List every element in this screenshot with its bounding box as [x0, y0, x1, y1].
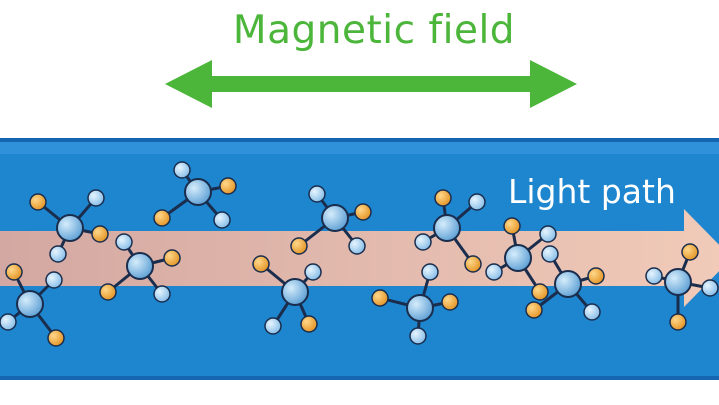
ligand-atom-blue: [153, 285, 171, 303]
central-atom: [16, 290, 44, 318]
ligand-atom-blue: [539, 225, 557, 243]
ligand-atom-blue: [115, 233, 133, 251]
ligand-atom-orange: [525, 301, 543, 319]
light-path-label: Light path: [508, 172, 676, 211]
ligand-atom-orange: [29, 193, 47, 211]
ligand-atom-blue: [264, 317, 282, 335]
ligand-atom-orange: [252, 255, 270, 273]
ligand-atom-orange: [99, 283, 117, 301]
central-atom: [126, 252, 154, 280]
molecule-icon: [371, 263, 459, 345]
molecule-icon: [153, 161, 237, 229]
ligand-atom-orange: [587, 267, 605, 285]
ligand-atom-blue: [421, 263, 439, 281]
molecule-icon: [414, 189, 486, 273]
ligand-atom-blue: [409, 327, 427, 345]
ligand-atom-blue: [173, 161, 191, 179]
molecule-icon: [290, 185, 372, 255]
ligand-atom-blue: [308, 185, 326, 203]
ligand-atom-orange: [531, 283, 549, 301]
ligand-atom-blue: [49, 245, 67, 263]
ligand-atom-orange: [163, 249, 181, 267]
central-atom: [433, 214, 461, 242]
ligand-atom-blue: [485, 263, 503, 281]
ligand-atom-blue: [645, 267, 663, 285]
ligand-atom-orange: [5, 263, 23, 281]
central-atom: [321, 204, 349, 232]
ligand-atom-blue: [541, 245, 559, 263]
ligand-atom-orange: [371, 289, 389, 307]
molecule-icon: [525, 245, 605, 321]
ligand-atom-orange: [219, 177, 237, 195]
ligand-atom-blue: [45, 271, 63, 289]
ligand-atom-orange: [91, 225, 109, 243]
central-atom: [56, 214, 84, 242]
ligand-atom-blue: [0, 313, 17, 331]
ligand-atom-orange: [441, 293, 459, 311]
ligand-atom-orange: [503, 217, 521, 235]
central-atom: [184, 178, 212, 206]
molecule-icon: [252, 255, 322, 335]
molecule-icon: [485, 217, 557, 301]
central-atom: [504, 244, 532, 272]
molecule-icon: [99, 233, 181, 303]
ligand-atom-orange: [464, 255, 482, 273]
ligand-atom-orange: [290, 237, 308, 255]
double-headed-arrow-icon: [165, 60, 577, 108]
ligand-atom-orange: [300, 315, 318, 333]
molecule-icon: [645, 243, 719, 331]
ligand-atom-orange: [153, 209, 171, 227]
molecule-icon: [29, 189, 109, 263]
ligand-atom-blue: [304, 263, 322, 281]
ligand-atom-blue: [87, 189, 105, 207]
ligand-atom-blue: [583, 303, 601, 321]
central-atom: [406, 294, 434, 322]
molecule-icon: [0, 263, 65, 347]
ligand-atom-blue: [348, 237, 366, 255]
sample-tube-highlight: [0, 142, 719, 154]
ligand-atom-orange: [669, 313, 687, 331]
light-path-arrow: [0, 209, 719, 307]
central-atom: [554, 270, 582, 298]
ligand-atom-orange: [47, 329, 65, 347]
magnetic-field-label: Magnetic field: [232, 8, 516, 53]
central-atom: [281, 278, 309, 306]
ligand-atom-orange: [681, 243, 699, 261]
ligand-atom-blue: [701, 279, 719, 297]
ligand-atom-blue: [468, 193, 486, 211]
ligand-atom-orange: [434, 189, 452, 207]
ligand-atom-blue: [414, 233, 432, 251]
central-atom: [664, 268, 692, 296]
ligand-atom-blue: [213, 211, 231, 229]
molecule-group: [0, 161, 719, 347]
ligand-atom-orange: [354, 203, 372, 221]
